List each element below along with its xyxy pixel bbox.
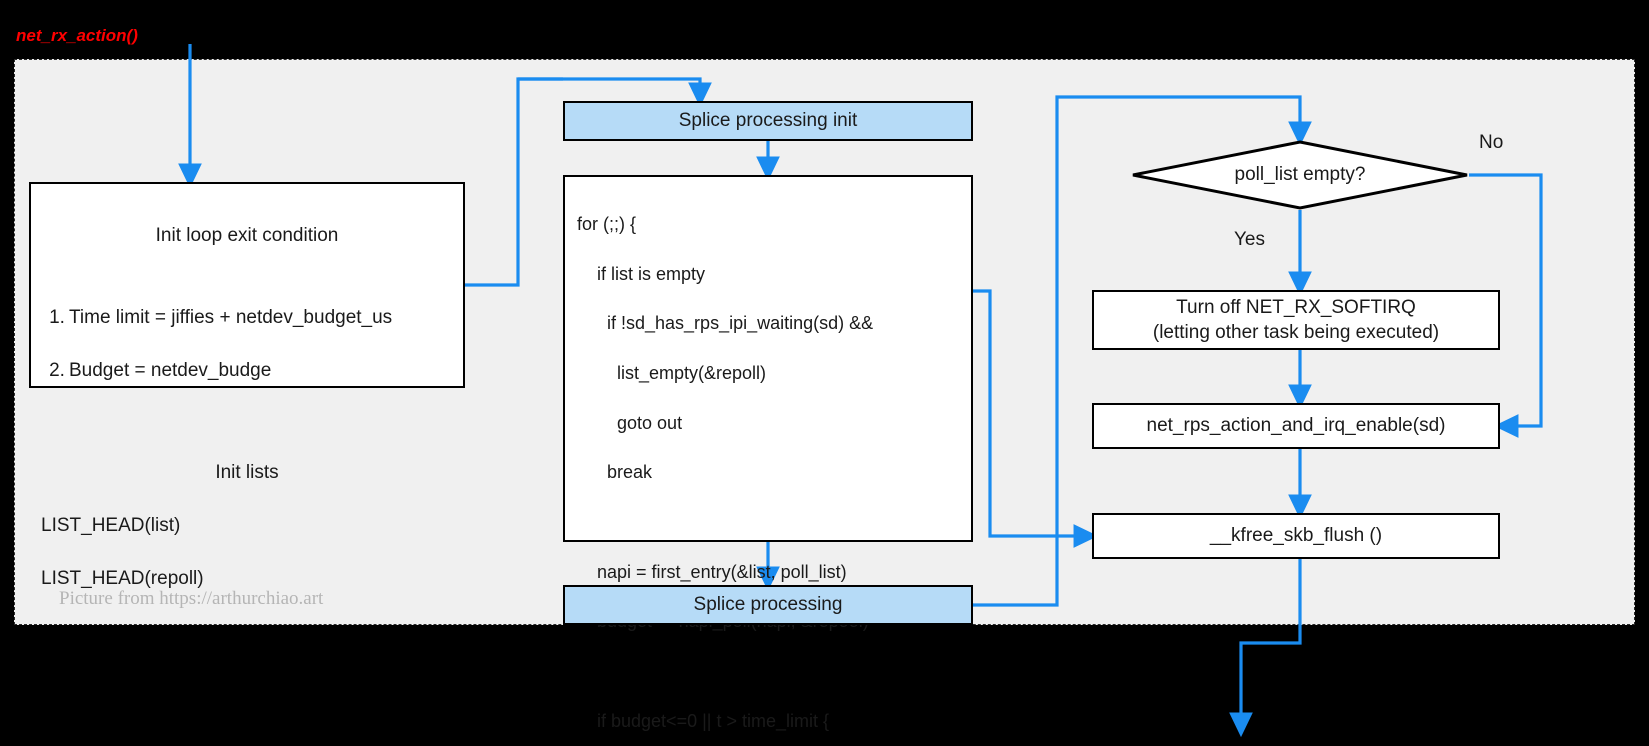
net-rps-action-label: net_rps_action_and_irq_enable(sd)	[1146, 415, 1446, 437]
watermark: Picture from https://arthurchiao.art	[59, 588, 324, 609]
turn-off-softirq-label: Turn off NET_RX_SOFTIRQ (letting other t…	[1152, 296, 1440, 343]
init-item-text: Time limit = jiffies + netdev_budget_us	[69, 307, 393, 329]
code-line-blank	[565, 510, 971, 535]
net-rps-action-and-irq-enable-box: net_rps_action_and_irq_enable(sd)	[1092, 403, 1500, 449]
turn-off-softirq-box: Turn off NET_RX_SOFTIRQ (letting other t…	[1092, 290, 1500, 350]
splice-processing-box: Splice processing	[563, 585, 973, 625]
list-item: 1. Time limit = jiffies + netdev_budget_…	[31, 305, 463, 330]
decision-label: poll_list empty?	[1234, 164, 1366, 185]
napi-poll-loop-code-box: for (;;) { if list is empty if !sd_has_r…	[563, 175, 973, 731]
init-box-title: Init loop exit condition	[155, 225, 339, 247]
poll-list-empty-decision: poll_list empty?	[1131, 140, 1469, 210]
edge-label-no: No	[1479, 132, 1504, 153]
init-loop-exit-condition-box: Init loop exit condition 1. Time limit =…	[29, 182, 465, 589]
code-line: if !sd_has_rps_ipi_waiting(sd) &&	[577, 313, 874, 334]
init-lists-title: Init lists	[215, 461, 279, 483]
init-item-number: 2.	[49, 360, 65, 382]
code-line: if list is empty	[577, 263, 706, 284]
kfree-skb-flush-box: __kfree_skb_flush ()	[1092, 513, 1500, 559]
init-list-head-list: LIST_HEAD(list)	[41, 514, 181, 536]
init-item-text: Budget = netdev_budge	[69, 360, 272, 382]
list-item: 2. Budget = netdev_budge	[31, 358, 463, 383]
init-item-number: 1.	[49, 307, 65, 329]
init-list-head-repoll: LIST_HEAD(repoll)	[41, 568, 204, 590]
code-line-blank	[565, 659, 971, 684]
code-line: if budget<=0 || t > time_limit {	[577, 710, 829, 731]
code-line-goto-out: goto out	[577, 412, 683, 433]
splice-processing-label: Splice processing	[693, 594, 843, 616]
splice-processing-init-label: Splice processing init	[678, 110, 858, 132]
entry-function-label: net_rx_action()	[16, 26, 138, 45]
code-line: break	[577, 462, 653, 483]
edge-label-yes: Yes	[1234, 229, 1265, 250]
diamond-shape	[1132, 140, 1468, 210]
code-line: napi = first_entry(&list, poll_list)	[577, 561, 847, 582]
kfree-skb-flush-label: __kfree_skb_flush ()	[1209, 525, 1383, 547]
init-box-list: 1. Time limit = jiffies + netdev_budget_…	[31, 277, 463, 408]
code-line: for (;;) {	[577, 214, 637, 235]
splice-processing-init-box: Splice processing init	[563, 101, 973, 141]
code-line: list_empty(&repoll)	[577, 363, 767, 384]
